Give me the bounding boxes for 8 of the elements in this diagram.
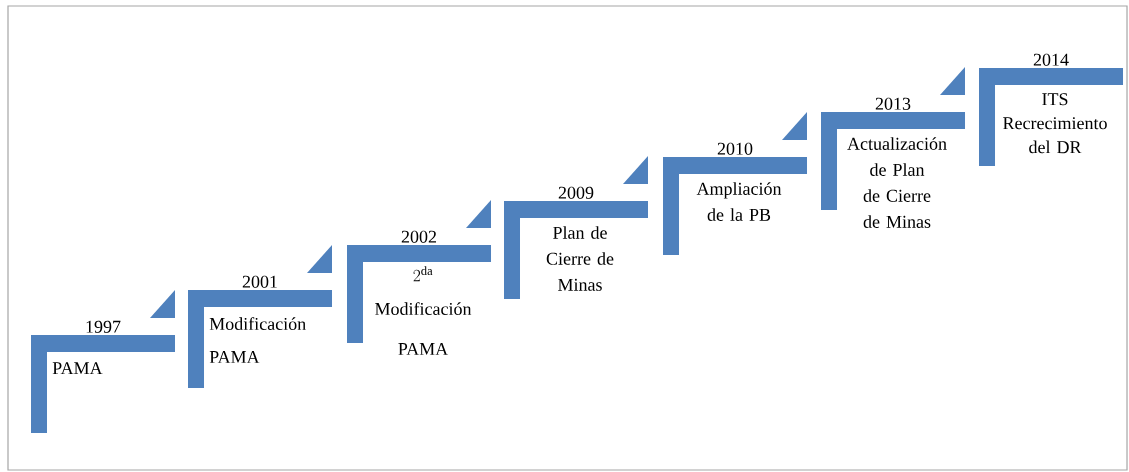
step-label: ITS Recrecimiento del DR [1003,93,1107,154]
year-label: 2014 [1033,53,1069,66]
year-label: 1997 [86,320,121,333]
year-label: 2013 [875,97,911,110]
year-label: 2002 [401,230,436,243]
year-label: 2010 [717,142,753,155]
year-label: 2009 [558,186,594,199]
year-label: 2001 [242,275,277,288]
